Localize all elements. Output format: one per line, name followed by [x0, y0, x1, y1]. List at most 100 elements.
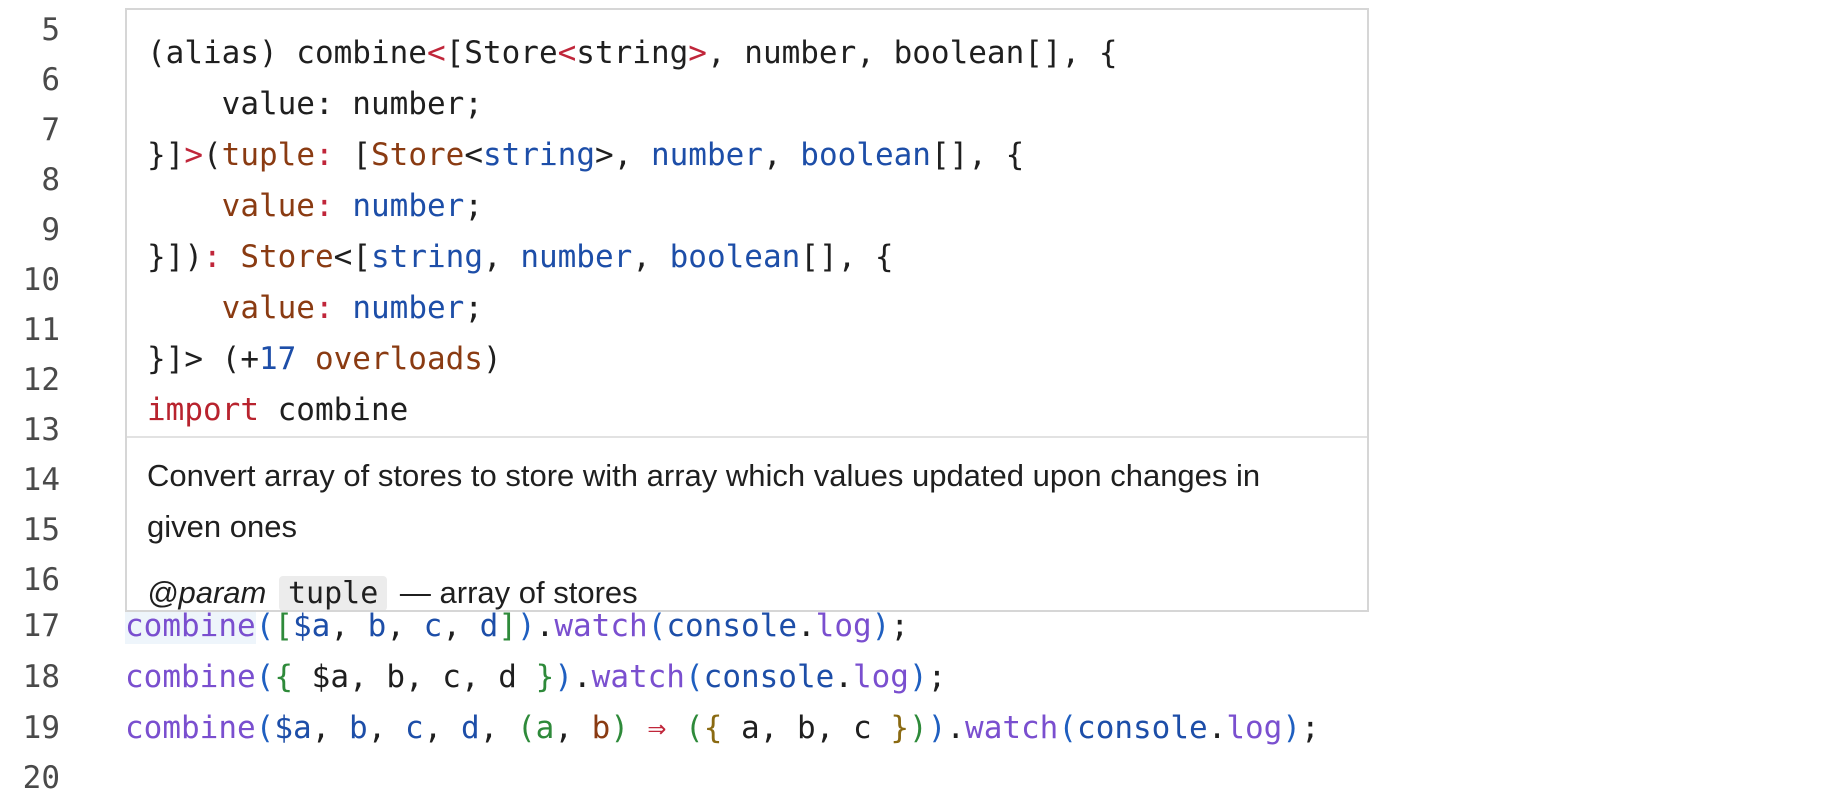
signature-token: overloads — [314, 341, 483, 377]
doc-description: Convert array of stores to store with ar… — [147, 458, 1261, 544]
signature-line: }]): Store<[string, number, boolean[], { — [147, 232, 1347, 283]
line-number-18: 18 — [22, 659, 60, 695]
signature-token: , number, boolean[], { — [706, 35, 1118, 71]
signature-token: <[ — [333, 239, 371, 275]
code-token: watch — [965, 710, 1059, 746]
line-number-11: 11 — [22, 312, 60, 348]
code-token: ) — [1282, 710, 1302, 746]
code-token: a — [535, 710, 555, 746]
signature-token: 17 — [258, 341, 297, 377]
code-token: console — [703, 659, 835, 695]
line-number-7: 7 — [41, 112, 60, 148]
code-token: [ — [274, 608, 293, 644]
signature-token: < — [426, 35, 446, 71]
signature-token — [296, 341, 315, 377]
signature-token: >, — [594, 137, 651, 173]
signature-token: > — [688, 35, 707, 71]
code-token: b — [367, 608, 387, 644]
code-token: ; — [890, 608, 910, 644]
code-token: ; — [927, 659, 947, 695]
line-number-6: 6 — [41, 62, 60, 98]
signature-token: [], { — [930, 137, 1025, 173]
code-token: , — [423, 710, 461, 746]
signature-line: value: number; — [147, 283, 1347, 334]
code-token: , — [311, 710, 349, 746]
code-token: . — [797, 608, 816, 644]
code-token: log — [1226, 710, 1283, 746]
signature-line: value: number; — [147, 79, 1347, 130]
signature-token: value — [221, 290, 315, 326]
code-token: ) — [517, 608, 536, 644]
code-token: . — [946, 710, 966, 746]
code-token — [629, 710, 648, 746]
code-line-19[interactable]: combine($a, b, c, d, (a, b) ⇒ ({ a, b, c… — [125, 708, 1320, 748]
signature-line: value: number; — [147, 181, 1347, 232]
code-token: , — [367, 710, 405, 746]
code-token — [666, 710, 685, 746]
signature-token — [147, 290, 222, 326]
code-token: { — [274, 659, 293, 695]
code-token: } — [535, 659, 555, 695]
code-token: log — [852, 659, 909, 695]
signature-token: < — [557, 35, 577, 71]
code-token: watch — [554, 608, 648, 644]
doc-param: @param tuple — array of stores — [147, 571, 1337, 610]
signature-token: [Store — [445, 35, 558, 71]
line-number-12: 12 — [22, 362, 60, 398]
signature-token: : — [314, 290, 334, 326]
code-token: , — [442, 608, 480, 644]
signature-token — [334, 188, 353, 224]
signature-line: }]>(tuple: [Store<string>, number, boole… — [147, 130, 1347, 181]
code-token: d — [479, 608, 499, 644]
signature-line: import combine — [147, 385, 1347, 436]
signature-token: ) — [482, 341, 502, 377]
signature-token: number — [352, 290, 465, 326]
signature-token — [147, 188, 222, 224]
signature-token: combine — [258, 392, 409, 428]
code-token: ⇒ — [647, 710, 667, 746]
code-token: ] — [498, 608, 517, 644]
signature-token: tuple — [221, 137, 315, 173]
code-line-17[interactable]: combine([$a, b, c, d]).watch(console.log… — [125, 606, 909, 646]
signature-token: (alias) combine — [147, 35, 427, 71]
code-line-18[interactable]: combine({ $a, b, c, d }).watch(console.l… — [125, 657, 946, 697]
code-token: $a — [293, 608, 331, 644]
signature-token: boolean — [800, 137, 931, 173]
signature-token: boolean — [669, 239, 801, 275]
code-token: a, b, c — [722, 710, 891, 746]
code-token: ( — [647, 608, 667, 644]
signature-token: [], { — [800, 239, 894, 275]
code-token: ( — [516, 710, 536, 746]
signature-token: ; — [464, 188, 483, 224]
signature-token: number — [520, 239, 633, 275]
code-token: { — [703, 710, 723, 746]
signature-token: number — [650, 137, 763, 173]
code-token: ( — [255, 608, 275, 644]
code-token: $a, b, c, d — [293, 659, 536, 695]
code-token: c — [423, 608, 443, 644]
code-token: watch — [591, 659, 685, 695]
signature-token: number — [352, 188, 465, 224]
signature-token: ( — [203, 137, 222, 173]
code-token: ) — [610, 710, 629, 746]
line-number-17: 17 — [22, 608, 60, 644]
code-token: . — [1207, 710, 1227, 746]
hover-tooltip: (alias) combine<[Store<string>, number, … — [125, 8, 1369, 612]
signature-token: ; — [464, 290, 483, 326]
signature-token: string — [483, 137, 595, 173]
signature-token: , — [632, 239, 670, 275]
signature-token: }]> (+ — [147, 341, 259, 377]
code-token: , — [554, 710, 592, 746]
code-token: ( — [1058, 710, 1078, 746]
code-token: ( — [255, 659, 275, 695]
signature-token — [222, 239, 241, 275]
signature-token: : — [314, 188, 334, 224]
line-number-14: 14 — [22, 462, 60, 498]
param-name: tuple — [278, 576, 388, 610]
line-number-8: 8 — [41, 162, 60, 198]
code-token: console — [1077, 710, 1208, 746]
line-number-10: 10 — [22, 262, 60, 298]
signature-token: > — [184, 137, 203, 173]
signature-token: < — [464, 137, 483, 173]
